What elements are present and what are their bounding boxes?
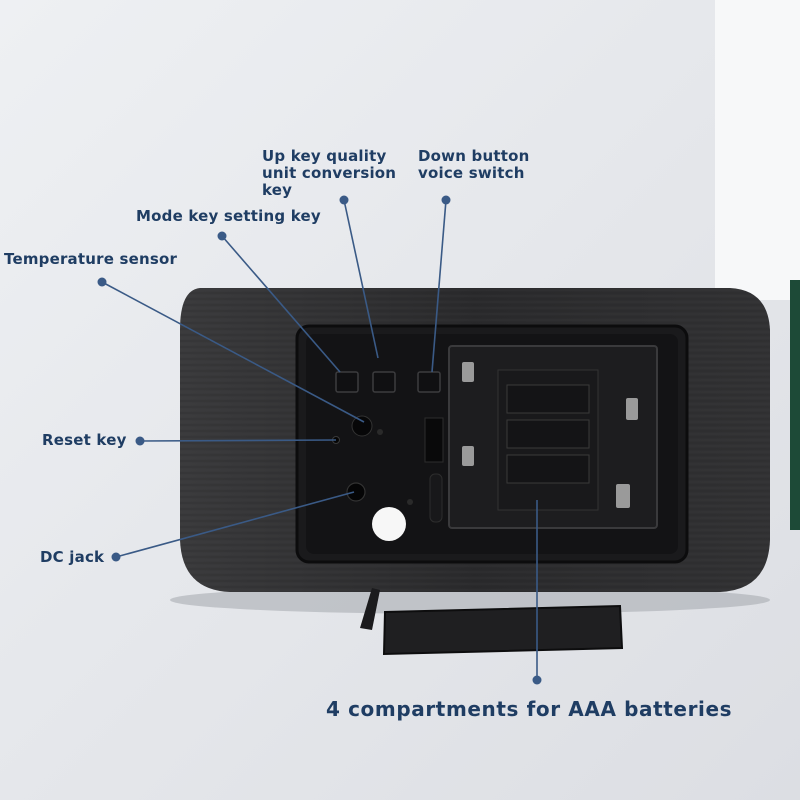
leader-down-button [431, 199, 447, 373]
battery-slot [506, 454, 590, 484]
battery-slot [506, 419, 590, 449]
leader-temperature-sensor [101, 281, 365, 423]
battery-springs [462, 362, 638, 508]
label-batteries: 4 compartments for AAA batteries [326, 697, 733, 721]
label-up-key-line-1: Up key quality [262, 147, 387, 165]
screw-hole [377, 429, 383, 435]
label-mode-key: Mode key setting key [136, 207, 321, 225]
speaker-grille [429, 473, 443, 523]
leader-reset-key [139, 439, 337, 442]
down-key [417, 371, 441, 393]
leader-dot [135, 436, 145, 446]
up-key [372, 371, 396, 393]
leader-dot [217, 231, 227, 241]
mode-key [335, 371, 359, 393]
dc-jack [346, 482, 366, 502]
leader-dot [97, 277, 107, 287]
label-dc-jack: DC jack [40, 548, 105, 566]
battery-cover-clip [360, 588, 380, 630]
screw-hole [407, 499, 413, 505]
background-monitor [715, 0, 800, 300]
label-down-button-line-1: Down button [418, 147, 530, 165]
label-up-key-line-3: key [262, 181, 293, 199]
temperature-sensor [351, 415, 373, 437]
label-down-button-line-2: voice switch [418, 164, 525, 182]
leader-dc-jack [115, 491, 355, 558]
leader-mode-key [221, 235, 341, 373]
leader-dot [339, 195, 349, 205]
label-down-button: Down button voice switch [418, 148, 529, 182]
battery-slot [506, 384, 590, 414]
leader-up-key [343, 199, 379, 359]
white-sticker [372, 507, 406, 541]
label-up-key-line-2: unit conversion [262, 164, 397, 182]
label-up-key: Up key quality unit conversion key [262, 148, 396, 199]
battery-cover [382, 604, 624, 656]
label-temperature-sensor: Temperature sensor [4, 250, 178, 268]
label-reset-key: Reset key [42, 431, 127, 449]
switch-slot [424, 417, 444, 463]
background-plant-edge [790, 280, 800, 530]
leader-dot [532, 675, 542, 685]
leader-dot [441, 195, 451, 205]
leader-dot [111, 552, 121, 562]
